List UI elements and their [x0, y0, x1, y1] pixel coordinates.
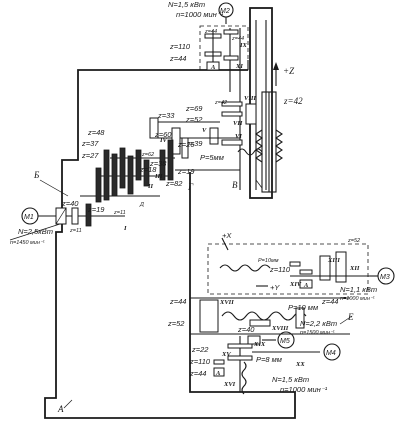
- gear-z48: z=48: [87, 128, 105, 137]
- table-feed: z=44 z=52 P=10 мм z=40 N=2,2 кВт n=1500 …: [167, 297, 354, 336]
- gear-z11b: z=11: [69, 228, 82, 234]
- shaft-xix: XIX: [253, 341, 266, 348]
- vertical-feed: A z=22 z=110 z=44 P=8 мм XIX XX XV XVI: [189, 336, 320, 395]
- motor-m5-label: M5: [280, 338, 290, 345]
- box-a2: A: [303, 282, 309, 289]
- gear-z60: z=60: [154, 130, 172, 139]
- pitch-p8: P=8 мм: [256, 355, 282, 364]
- feed-screw-label: P=10мм: [258, 258, 279, 264]
- gear-z26: z=26: [177, 140, 195, 149]
- gear-z110c: z=110: [189, 357, 211, 366]
- motor-m1: M1 N=2,5кВт n=1450 мин⁻¹: [9, 207, 67, 246]
- motor-m5-power: N=2,2 кВт: [300, 319, 337, 328]
- shaft-xiv: XIV: [289, 281, 302, 288]
- shaft-ix: IX: [239, 42, 248, 49]
- head-transmission: z=42 z=69 z=52 z=39 z=42 VIII VII VI P=5…: [185, 95, 303, 192]
- gear-z19a: z=19: [177, 167, 195, 176]
- label-g: Г: [187, 182, 194, 192]
- spindle-head: [229, 7, 283, 199]
- shaft-iii: III: [154, 173, 163, 180]
- label-d-small: Д: [139, 202, 144, 208]
- motor-m5-speed: n=1500 мин⁻¹: [300, 330, 335, 336]
- feed-box: z=52 P=10мм +X +Y A z=110 XIII XII XIV z…: [207, 231, 370, 306]
- gearbox-ix: A z=44 z=44 z=110 z=44 IX XI +Z: [169, 25, 295, 76]
- shaft-vi: VI: [235, 133, 242, 140]
- gear-z42a: z=42: [283, 96, 303, 106]
- box-a1: A: [210, 64, 216, 71]
- axis-plus-y: +Y: [270, 283, 280, 292]
- motor-m1-power: N=2,5кВт: [18, 227, 53, 236]
- motor-m3-power: N=1,1 кВт: [340, 285, 377, 294]
- axis-plus-x: +X: [222, 231, 232, 240]
- shaft-iv: IV: [159, 137, 168, 144]
- gear-z22: z=22: [191, 345, 209, 354]
- shaft-vii: VII: [233, 120, 243, 127]
- shaft-i: I: [123, 225, 127, 232]
- shaft-xviii: XVIII: [271, 325, 289, 332]
- motor-m5: M5: [247, 331, 295, 349]
- shaft-xiii: XIII: [327, 257, 340, 264]
- gear-z19b: z=19: [87, 205, 105, 214]
- gear-z18: z=18: [139, 165, 157, 174]
- gear-z27: z=27: [81, 151, 99, 160]
- gear-z44c: z=44: [169, 54, 186, 63]
- gear-z110b: z=110: [269, 265, 291, 274]
- axis-plus-z: +Z: [283, 66, 295, 76]
- gear-z42b: z=42: [214, 100, 227, 106]
- gear-z69: z=69: [185, 104, 203, 113]
- speed-gearbox: z=48 z=37 z=27 z=62 z=38 z=18 z=82 z=19 …: [33, 128, 183, 234]
- shaft-xx: XX: [295, 361, 305, 368]
- motor-m2: M2 N=1,5 кВт n=1000 мин⁻¹: [168, 0, 234, 24]
- motor-m4: M4 N=1,5 кВт n=1000 мин⁻¹: [272, 343, 341, 394]
- pitch-p10: P=10 мм: [288, 303, 318, 312]
- motor-m2-label: M2: [220, 8, 230, 15]
- gear-z40: z=40: [61, 199, 79, 208]
- gear-z33: z=33: [157, 111, 175, 120]
- motor-m2-power: N=1,5 кВт: [168, 0, 205, 9]
- gear-z37: z=37: [81, 139, 99, 148]
- gear-z44a: z=44: [204, 29, 217, 35]
- gear-z44b: z=44: [231, 36, 244, 42]
- gear-z44e: z=44: [169, 297, 186, 306]
- gear-z110a: z=110: [169, 42, 191, 51]
- motor-m1-label: M1: [24, 214, 34, 221]
- label-v: В: [232, 180, 238, 190]
- gear-z52b: z=52: [347, 238, 360, 244]
- motor-m3-label: M3: [380, 274, 390, 281]
- shaft-v-line: z=33 z=26 z=60 V z=19: [149, 111, 240, 176]
- motor-m4-speed: n=1000 мин⁻¹: [280, 385, 328, 394]
- shaft-xv: XV: [221, 351, 231, 358]
- shaft-xvi: XVI: [223, 381, 236, 388]
- motor-m2-speed: n=1000 мин⁻¹: [176, 10, 224, 19]
- gear-z44d: z=44: [321, 297, 338, 306]
- motor-m4-power: N=1,5 кВт: [272, 375, 309, 384]
- label-a: А: [57, 404, 64, 414]
- label-b: Б: [33, 170, 40, 180]
- gear-z52c: z=52: [167, 319, 185, 328]
- shaft-viii: VIII: [244, 95, 256, 102]
- gear-z52a: z=52: [185, 115, 203, 124]
- shaft-xii: XII: [349, 265, 360, 272]
- motor-m4-label: M4: [326, 350, 336, 357]
- gear-z44f: z=44: [189, 369, 206, 378]
- motor-m1-speed: n=1450 мин⁻¹: [10, 240, 45, 246]
- box-a3: A: [215, 370, 221, 377]
- gear-z39: z=39: [185, 139, 203, 148]
- shaft-xvii: XVII: [219, 299, 234, 306]
- gear-z62: z=62: [141, 152, 154, 158]
- shaft-v: V: [202, 127, 207, 134]
- pitch-p5: P=5мм: [200, 153, 224, 162]
- gear-z40b: z=40: [237, 325, 255, 334]
- gear-z38: z=38: [149, 159, 167, 168]
- motor-m3: M3 N=1,1 кВт n=1000 мин⁻¹: [340, 267, 395, 302]
- gear-z11: z=11: [113, 210, 126, 216]
- motor-m3-speed: n=1000 мин⁻¹: [340, 296, 375, 302]
- gear-z82: z=82: [165, 179, 183, 188]
- shaft-ii: II: [147, 183, 154, 190]
- shaft-xi: XI: [235, 63, 243, 70]
